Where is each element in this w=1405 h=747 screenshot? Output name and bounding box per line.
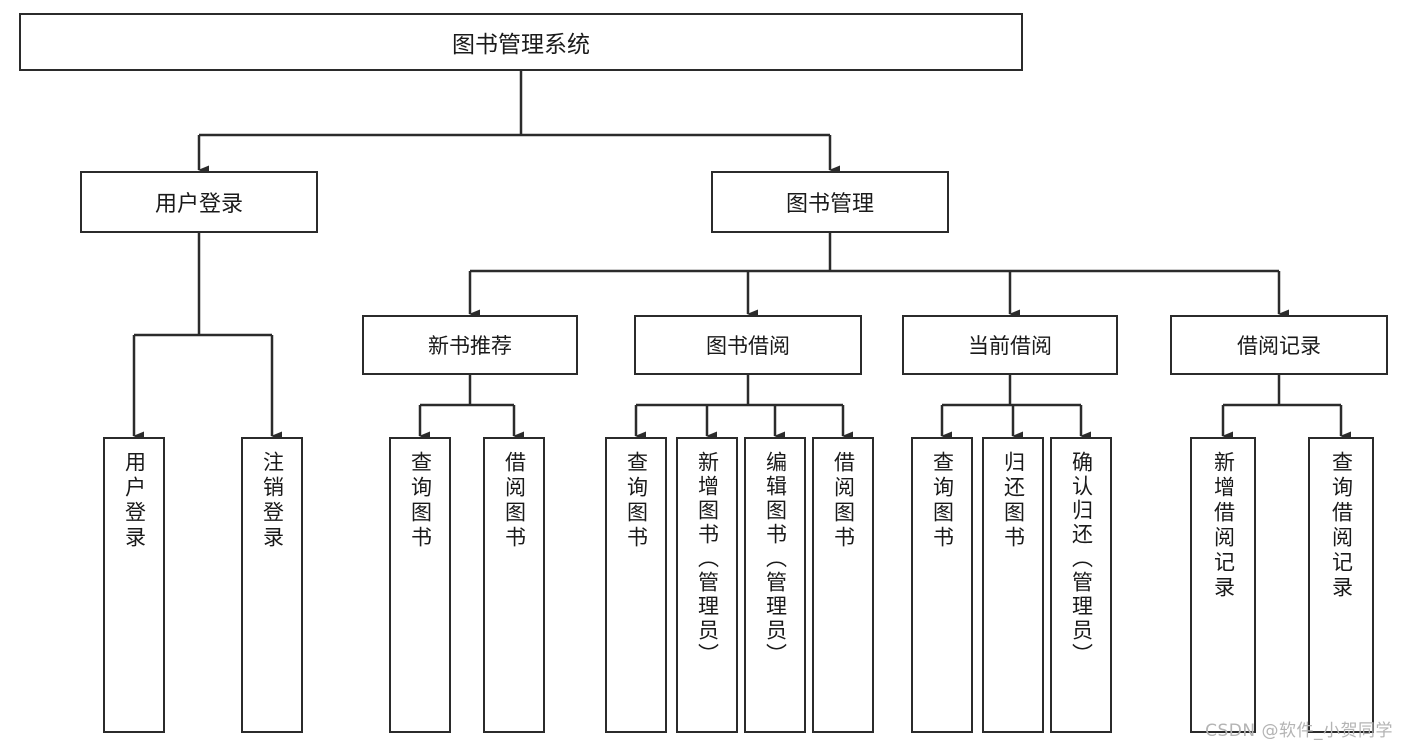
node-label: 借阅图书 — [502, 451, 527, 551]
node-login: 用户登录 — [80, 171, 318, 233]
node-record: 借阅记录 — [1170, 315, 1388, 375]
node-l-addrec: 新增借阅记录 — [1190, 437, 1256, 733]
node-l-b2: 借阅图书 — [812, 437, 874, 733]
wire-group — [132, 71, 1351, 441]
node-l-q1: 查询图书 — [389, 437, 451, 733]
watermark: CSDN @软件_小贺同学 — [1205, 721, 1393, 741]
node-label: 注销登录 — [260, 451, 285, 551]
node-label: 查询图书 — [930, 451, 955, 551]
node-label: 查询借阅记录 — [1329, 451, 1354, 601]
node-l-login: 用户登录 — [103, 437, 165, 733]
node-l-q3: 查询图书 — [911, 437, 973, 733]
node-label: 查询图书 — [624, 451, 649, 551]
node-label: 图书管理系统 — [452, 32, 590, 58]
node-l-qrec: 查询借阅记录 — [1308, 437, 1374, 733]
node-l-confirm: 确认归还（管理员） — [1050, 437, 1112, 733]
node-label: 确认归还（管理员） — [1069, 451, 1094, 667]
node-l-logout: 注销登录 — [241, 437, 303, 733]
node-label: 查询图书 — [408, 451, 433, 551]
node-borrow: 图书借阅 — [634, 315, 862, 375]
node-l-return: 归还图书 — [982, 437, 1044, 733]
node-label: 编辑图书（管理员） — [763, 451, 788, 667]
node-newbook: 新书推荐 — [362, 315, 578, 375]
node-root: 图书管理系统 — [19, 13, 1023, 71]
node-label: 新增图书（管理员） — [695, 451, 720, 667]
node-l-edit: 编辑图书（管理员） — [744, 437, 806, 733]
node-label: 当前借阅 — [968, 334, 1052, 358]
node-label: 用户登录 — [154, 192, 243, 217]
node-l-add: 新增图书（管理员） — [676, 437, 738, 733]
node-label: 图书管理 — [785, 192, 874, 217]
node-label: 新增借阅记录 — [1211, 451, 1236, 601]
node-label: 借阅记录 — [1237, 334, 1321, 358]
node-label: 归还图书 — [1001, 451, 1026, 551]
node-l-b1: 借阅图书 — [483, 437, 545, 733]
node-label: 图书借阅 — [706, 334, 790, 358]
node-current: 当前借阅 — [902, 315, 1118, 375]
node-l-q2: 查询图书 — [605, 437, 667, 733]
node-label: 新书推荐 — [428, 334, 512, 358]
node-bookmgmt: 图书管理 — [711, 171, 949, 233]
node-label: 借阅图书 — [831, 451, 856, 551]
node-label: 用户登录 — [122, 451, 147, 551]
